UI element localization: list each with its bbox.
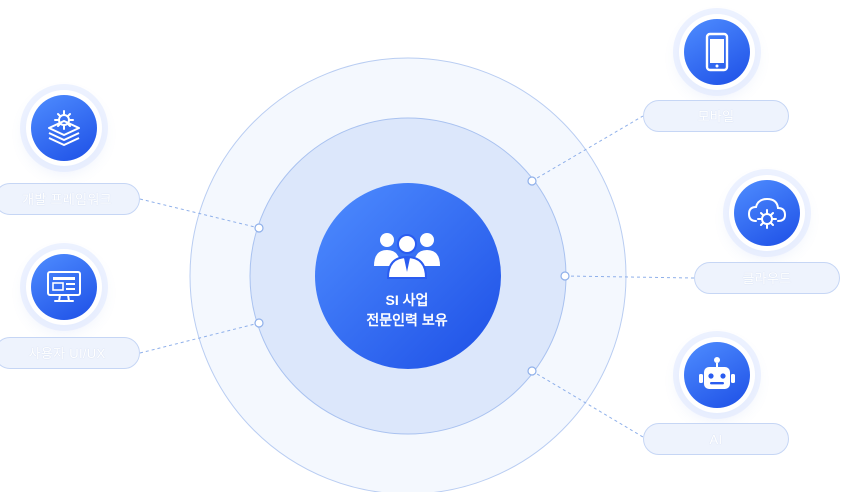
cloud-label: 클라우드 xyxy=(694,262,840,294)
center-title: SI 사업 전문인력 보유 xyxy=(315,290,499,330)
center-title-line1: SI 사업 xyxy=(385,292,429,308)
connector-dot xyxy=(560,271,570,281)
mobile-label: 모바일 xyxy=(643,100,789,132)
center-title-line2: 전문인력 보유 xyxy=(366,312,448,328)
team-people-icon xyxy=(374,233,440,279)
uiux-node-icon xyxy=(26,249,102,325)
monitor-layout-icon xyxy=(47,271,81,302)
uiux-label: 사용자 UI/UX xyxy=(0,337,140,369)
cloud-gear-icon xyxy=(747,197,787,229)
ai-label: AI xyxy=(643,423,789,455)
robot-icon xyxy=(699,357,735,389)
cloud-node-icon xyxy=(729,175,805,251)
connector-uiux xyxy=(139,322,260,354)
connector-dot xyxy=(527,366,537,376)
mobile-node-icon xyxy=(679,14,755,90)
layers-gear-icon xyxy=(48,110,80,146)
smartphone-icon xyxy=(705,32,729,72)
connector-dot xyxy=(527,176,537,186)
connector-framework xyxy=(139,198,260,229)
framework-label: 개발 프레임워크 xyxy=(0,183,140,215)
connector-dot xyxy=(254,223,264,233)
ai-node-icon xyxy=(679,337,755,413)
framework-node-icon xyxy=(26,90,102,166)
connector-dot xyxy=(254,318,264,328)
